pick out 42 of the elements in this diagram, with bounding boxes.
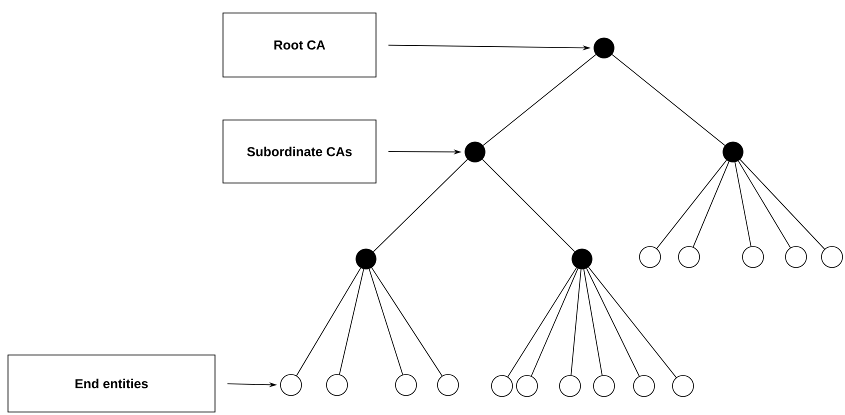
dot	[356, 248, 376, 270]
connector-line	[371, 267, 442, 376]
label-box: Root CA	[222, 12, 376, 78]
leaf-circle	[491, 375, 513, 397]
connector-line	[507, 267, 577, 378]
leaf-circle	[395, 374, 417, 396]
connector-line	[530, 268, 578, 376]
label-box: Subordinate CAs	[222, 120, 376, 184]
connector-line	[586, 268, 640, 377]
connector-line	[368, 268, 404, 376]
leaf-circle	[516, 375, 538, 397]
connector-line	[656, 160, 727, 249]
dot	[464, 142, 486, 162]
leaf-circle	[633, 375, 655, 397]
leaf-circle	[672, 375, 694, 397]
connector-line	[373, 158, 468, 252]
connector-line	[588, 266, 677, 378]
label-box: End entities	[8, 354, 216, 412]
leaf-circle	[785, 246, 807, 268]
connector-line	[612, 54, 726, 146]
leaf-circle	[742, 246, 764, 268]
dot	[572, 248, 592, 270]
connector-line	[734, 162, 752, 247]
connector-line	[740, 159, 825, 250]
dot	[594, 38, 614, 58]
leaf-circle	[326, 374, 348, 396]
leaf-circle	[437, 374, 459, 396]
leaf-circle	[593, 375, 615, 397]
leaf-circle	[821, 246, 843, 268]
connector-line	[583, 268, 603, 376]
leaf-circle	[639, 246, 661, 268]
connector-line	[339, 268, 364, 375]
connector-line	[482, 158, 576, 252]
leaf-circle	[280, 374, 302, 396]
dot	[722, 142, 744, 162]
connector-line	[692, 161, 730, 248]
connector-line	[570, 268, 582, 376]
leaf-circle	[559, 375, 581, 397]
connector-line	[482, 54, 596, 146]
leaf-circle	[678, 246, 700, 268]
connector-line	[738, 160, 791, 248]
connector-line	[296, 268, 362, 376]
